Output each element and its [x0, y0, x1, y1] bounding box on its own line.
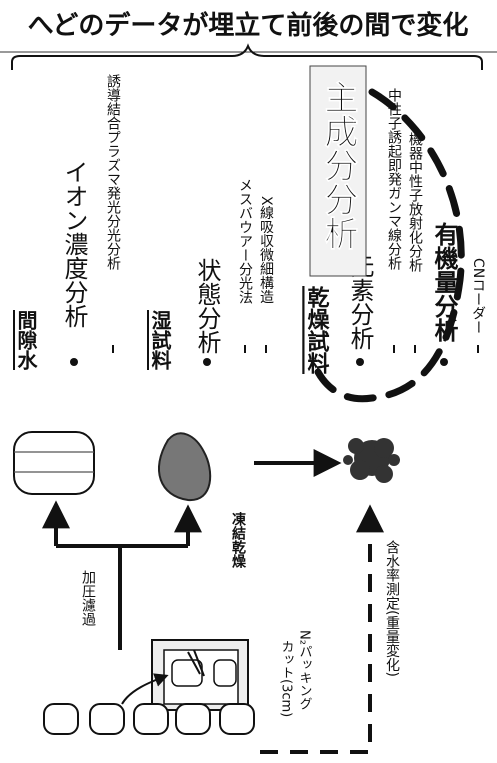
filtration-arrows — [42, 500, 202, 650]
pca-dashed-ellipse — [314, 88, 465, 403]
pca-box — [309, 65, 367, 277]
packing-container — [151, 639, 249, 711]
bullet-dot — [70, 358, 78, 366]
moisture-dashed-arrow — [260, 504, 384, 754]
bullet-dot — [440, 358, 448, 366]
moisture-label: 含水率測定(重量変化) — [384, 540, 400, 677]
diagram-title: へどのデータが埋立て前後の間で変化 — [28, 10, 469, 41]
pore-water-section: 間隙水 イオン濃度分析 誘導結合プラズマ発光分光分析 — [14, 74, 121, 371]
ion-analysis-label: イオン濃度分析 — [60, 160, 88, 328]
cut-label: カット(3cm) — [279, 640, 294, 717]
pore-water-vial — [13, 431, 95, 495]
pressure-filtration-label: 加圧濾過 — [80, 570, 96, 627]
freeze-dry-label: 凍結乾燥 — [230, 511, 246, 569]
pgaa-label: 中性子誘起即発ガンマ線分析 — [386, 88, 402, 270]
wet-sample-section: 湿試料 状態分析 メスバウアー分光法 X線吸収微細構造 — [148, 178, 274, 371]
xafs-label: X線吸収微細構造 — [258, 196, 274, 305]
pca-label: 主成分分析 — [318, 80, 358, 250]
dry-sample-section: 乾燥試料 元素分析 中性子誘起即発ガンマ線分析 機器中性子放射化分析 有機量分析… — [304, 88, 487, 374]
inaa-label: 機器中性子放射化分析 — [407, 132, 423, 272]
packing-label: N₂パッキング — [297, 630, 313, 710]
wet-sample-heading: 湿試料 — [148, 310, 172, 371]
bullet-dot — [356, 358, 364, 366]
dry-sample-blob — [343, 438, 400, 483]
state-analysis-label: 状態分析 — [193, 258, 221, 354]
mossbauer-label: メスバウアー分光法 — [237, 178, 253, 304]
core-segments — [43, 703, 255, 735]
icp-label: 誘導結合プラズマ発光分光分析 — [105, 74, 121, 270]
dry-sample-heading: 乾燥試料 — [304, 285, 330, 374]
cn-coder-label: CNコーダー — [470, 258, 486, 334]
wet-sample-blob — [158, 432, 212, 502]
grouping-brace — [11, 43, 483, 70]
packing-arrow — [121, 673, 169, 705]
bullet-dot — [203, 358, 211, 366]
pca-callout: 主成分分析 — [309, 65, 465, 403]
pore-water-heading: 間隙水 — [14, 310, 38, 371]
